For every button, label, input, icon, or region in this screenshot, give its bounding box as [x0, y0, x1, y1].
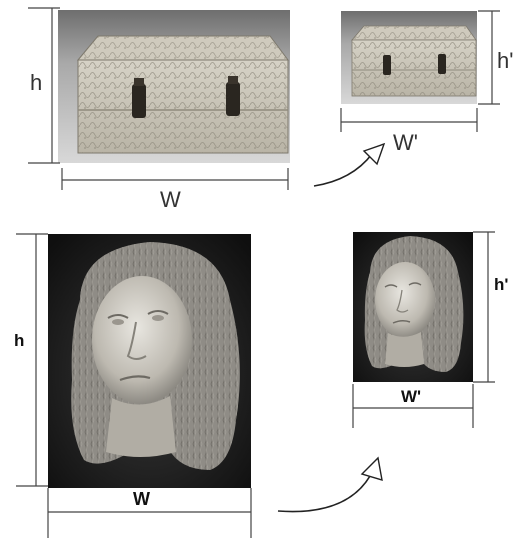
head-photo-scaled — [353, 232, 473, 382]
chest-photo-scaled — [341, 11, 477, 104]
height-label-scaled-bottom: h' — [494, 275, 508, 294]
curved-arrow-bottom — [278, 458, 382, 512]
width-label-original-bottom: W — [133, 489, 150, 509]
width-label-scaled-top: W' — [393, 130, 418, 155]
height-label-original-bottom: h — [14, 331, 24, 350]
curved-arrow-top — [314, 144, 384, 186]
height-bracket-original-bottom — [16, 234, 48, 486]
height-bracket-scaled-bottom — [473, 232, 495, 382]
width-label-scaled-bottom: W' — [401, 387, 421, 406]
height-label-scaled-top: h' — [497, 48, 513, 73]
chest-photo-original — [58, 10, 290, 163]
height-label-original-top: h — [30, 70, 42, 95]
width-bracket-scaled-top — [341, 108, 477, 132]
head-photo-original — [48, 234, 251, 488]
width-label-original-top: W — [160, 187, 181, 212]
